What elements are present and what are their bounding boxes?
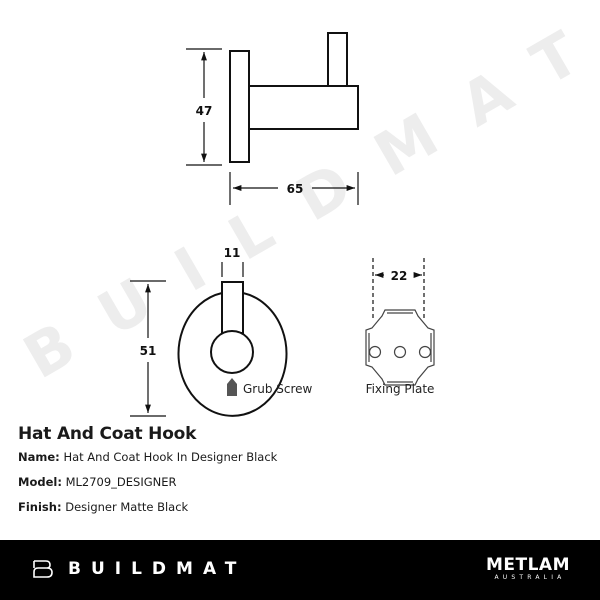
width-dimension-65 [229,172,359,205]
buildmat-logo-icon [33,560,53,578]
dimension-label-47: 47 [196,104,213,118]
dimension-label-11: 11 [224,246,241,260]
side-view [229,32,359,163]
spec-model: Model: ML2709_DESIGNER [18,475,578,489]
grub-screw-icon [227,378,237,396]
fixing-plate [365,309,435,386]
watermark: BUILDMAT [13,0,600,393]
height-dimension-47 [186,48,222,166]
fixing-plate-label: Fixing Plate [366,382,435,396]
spec-name: Name: Hat And Coat Hook In Designer Blac… [18,450,578,464]
spec-value: Hat And Coat Hook In Designer Black [63,450,278,464]
width-dimension-11 [221,262,244,277]
metlam-logo: METLAM AUSTRALIA [486,556,570,582]
product-info: Hat And Coat Hook Name: Hat And Coat Hoo… [18,424,578,525]
spec-label: Name: [18,450,60,464]
product-title: Hat And Coat Hook [18,424,197,444]
front-view [177,281,288,417]
spec-value: ML2709_DESIGNER [65,475,177,489]
buildmat-wordmark: BUILDMAT [68,559,247,579]
dimension-label-51: 51 [140,344,157,358]
footer-bar: BUILDMAT METLAM AUSTRALIA [0,540,600,600]
technical-drawing: BUILDMAT 47 65 11 51 Grub Screw [13,0,600,417]
spec-value: Designer Matte Black [65,500,189,514]
spec-finish: Finish: Designer Matte Black [18,500,578,514]
dimension-label-65: 65 [287,182,304,196]
spec-label: Model: [18,475,62,489]
metlam-wordmark: METLAM [485,555,570,575]
spec-label: Finish: [18,500,62,514]
svg-text:BUILDMAT: BUILDMAT [13,0,600,393]
buildmat-brand: BUILDMAT [32,558,246,580]
metlam-subtitle: AUSTRALIA [494,574,566,581]
width-dimension-22 [372,258,425,320]
grub-screw-label: Grub Screw [243,382,313,396]
dimension-label-22: 22 [391,269,408,283]
height-dimension-51 [130,280,166,417]
